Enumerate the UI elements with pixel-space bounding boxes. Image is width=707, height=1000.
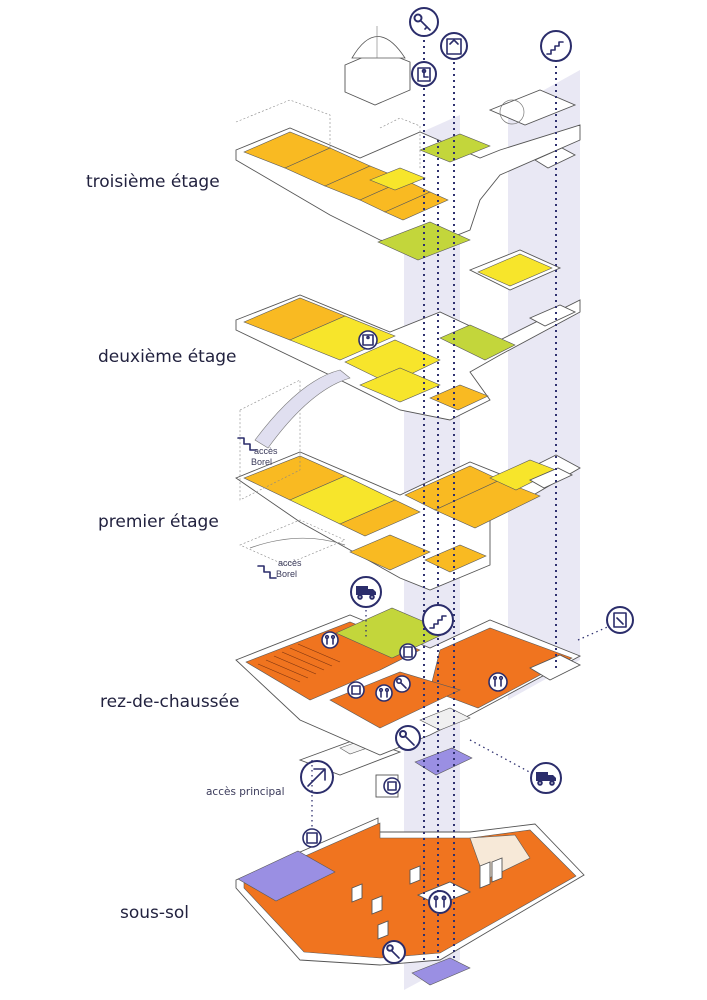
emergency-exit-icon [613, 612, 627, 628]
toilet-icon [378, 687, 390, 698]
badge-key-ground[interactable] [393, 675, 411, 693]
toilet-icon [324, 634, 336, 645]
floor-label-third: troisième étage [86, 172, 220, 192]
borel-access-upper: accès Borel [237, 437, 278, 467]
floor-second [235, 249, 581, 449]
badge-fire-exit-basement[interactable] [302, 828, 322, 848]
badge-key-elevator-top[interactable] [409, 7, 439, 37]
accessible-elevator-icon [417, 67, 431, 82]
toilet-icon [433, 895, 447, 908]
badge-accessible-second[interactable] [358, 330, 378, 350]
accessible-elevator-icon [387, 781, 397, 791]
stairs-icon [546, 41, 564, 55]
badge-delivery-right[interactable] [530, 762, 562, 794]
stairs-icon [429, 615, 447, 629]
badge-fire-exit-right[interactable] [606, 606, 634, 634]
badge-stairs-ground[interactable] [422, 604, 454, 636]
emergency-exit-icon [403, 646, 413, 658]
floor-label-basement: sous-sol [120, 903, 189, 923]
floor-label-first: premier étage [98, 512, 219, 532]
badge-stairs-top[interactable] [540, 30, 572, 62]
badge-toilet-ground-2[interactable] [375, 684, 393, 702]
basement-purple-room [237, 850, 336, 902]
main-access-label: accès principal [206, 786, 285, 798]
floor-label-second: deuxième étage [98, 347, 236, 367]
badge-key-ground-center[interactable] [395, 725, 421, 751]
key-icon [413, 13, 431, 31]
borel-access-lower: accès Borel [257, 558, 302, 579]
accessible-elevator-icon [362, 334, 374, 346]
circulation-lines [311, 40, 613, 960]
key-icon [386, 944, 400, 959]
delivery-truck-icon [356, 586, 376, 600]
badge-key-basement[interactable] [382, 940, 406, 964]
svg-text:Borel: Borel [276, 569, 297, 579]
floor-basement [235, 817, 585, 986]
badge-accessible-elevator-top[interactable] [411, 61, 437, 87]
badge-accessible-entrance[interactable] [383, 777, 401, 795]
badge-accessible-ground[interactable] [347, 681, 365, 699]
svg-text:Borel: Borel [251, 457, 272, 467]
svg-text:accès: accès [254, 446, 278, 456]
floor-label-ground: rez-de-chaussée [100, 692, 239, 712]
emergency-exit-icon [306, 832, 318, 844]
badge-elevator-top[interactable] [440, 32, 468, 60]
key-icon [399, 730, 415, 746]
badge-fire-exit-ground[interactable] [399, 643, 417, 661]
toilet-icon [492, 675, 504, 687]
third-green-terrace [377, 221, 471, 261]
badge-delivery-ground[interactable] [350, 576, 382, 608]
svg-text:accès: accès [278, 558, 302, 568]
badge-toilet-ground-3[interactable] [488, 672, 508, 692]
elevator-icon [446, 38, 462, 55]
main-entrance-badge[interactable] [300, 760, 334, 794]
badge-toilet-ground-1[interactable] [321, 631, 339, 649]
accessible-elevator-icon [351, 685, 361, 695]
entrance-arrow-icon [307, 768, 326, 787]
floor-first [235, 379, 581, 591]
badge-toilet-basement[interactable] [428, 890, 452, 914]
key-icon [395, 677, 407, 689]
observatory-dome [344, 26, 411, 106]
delivery-truck-icon [536, 772, 556, 786]
